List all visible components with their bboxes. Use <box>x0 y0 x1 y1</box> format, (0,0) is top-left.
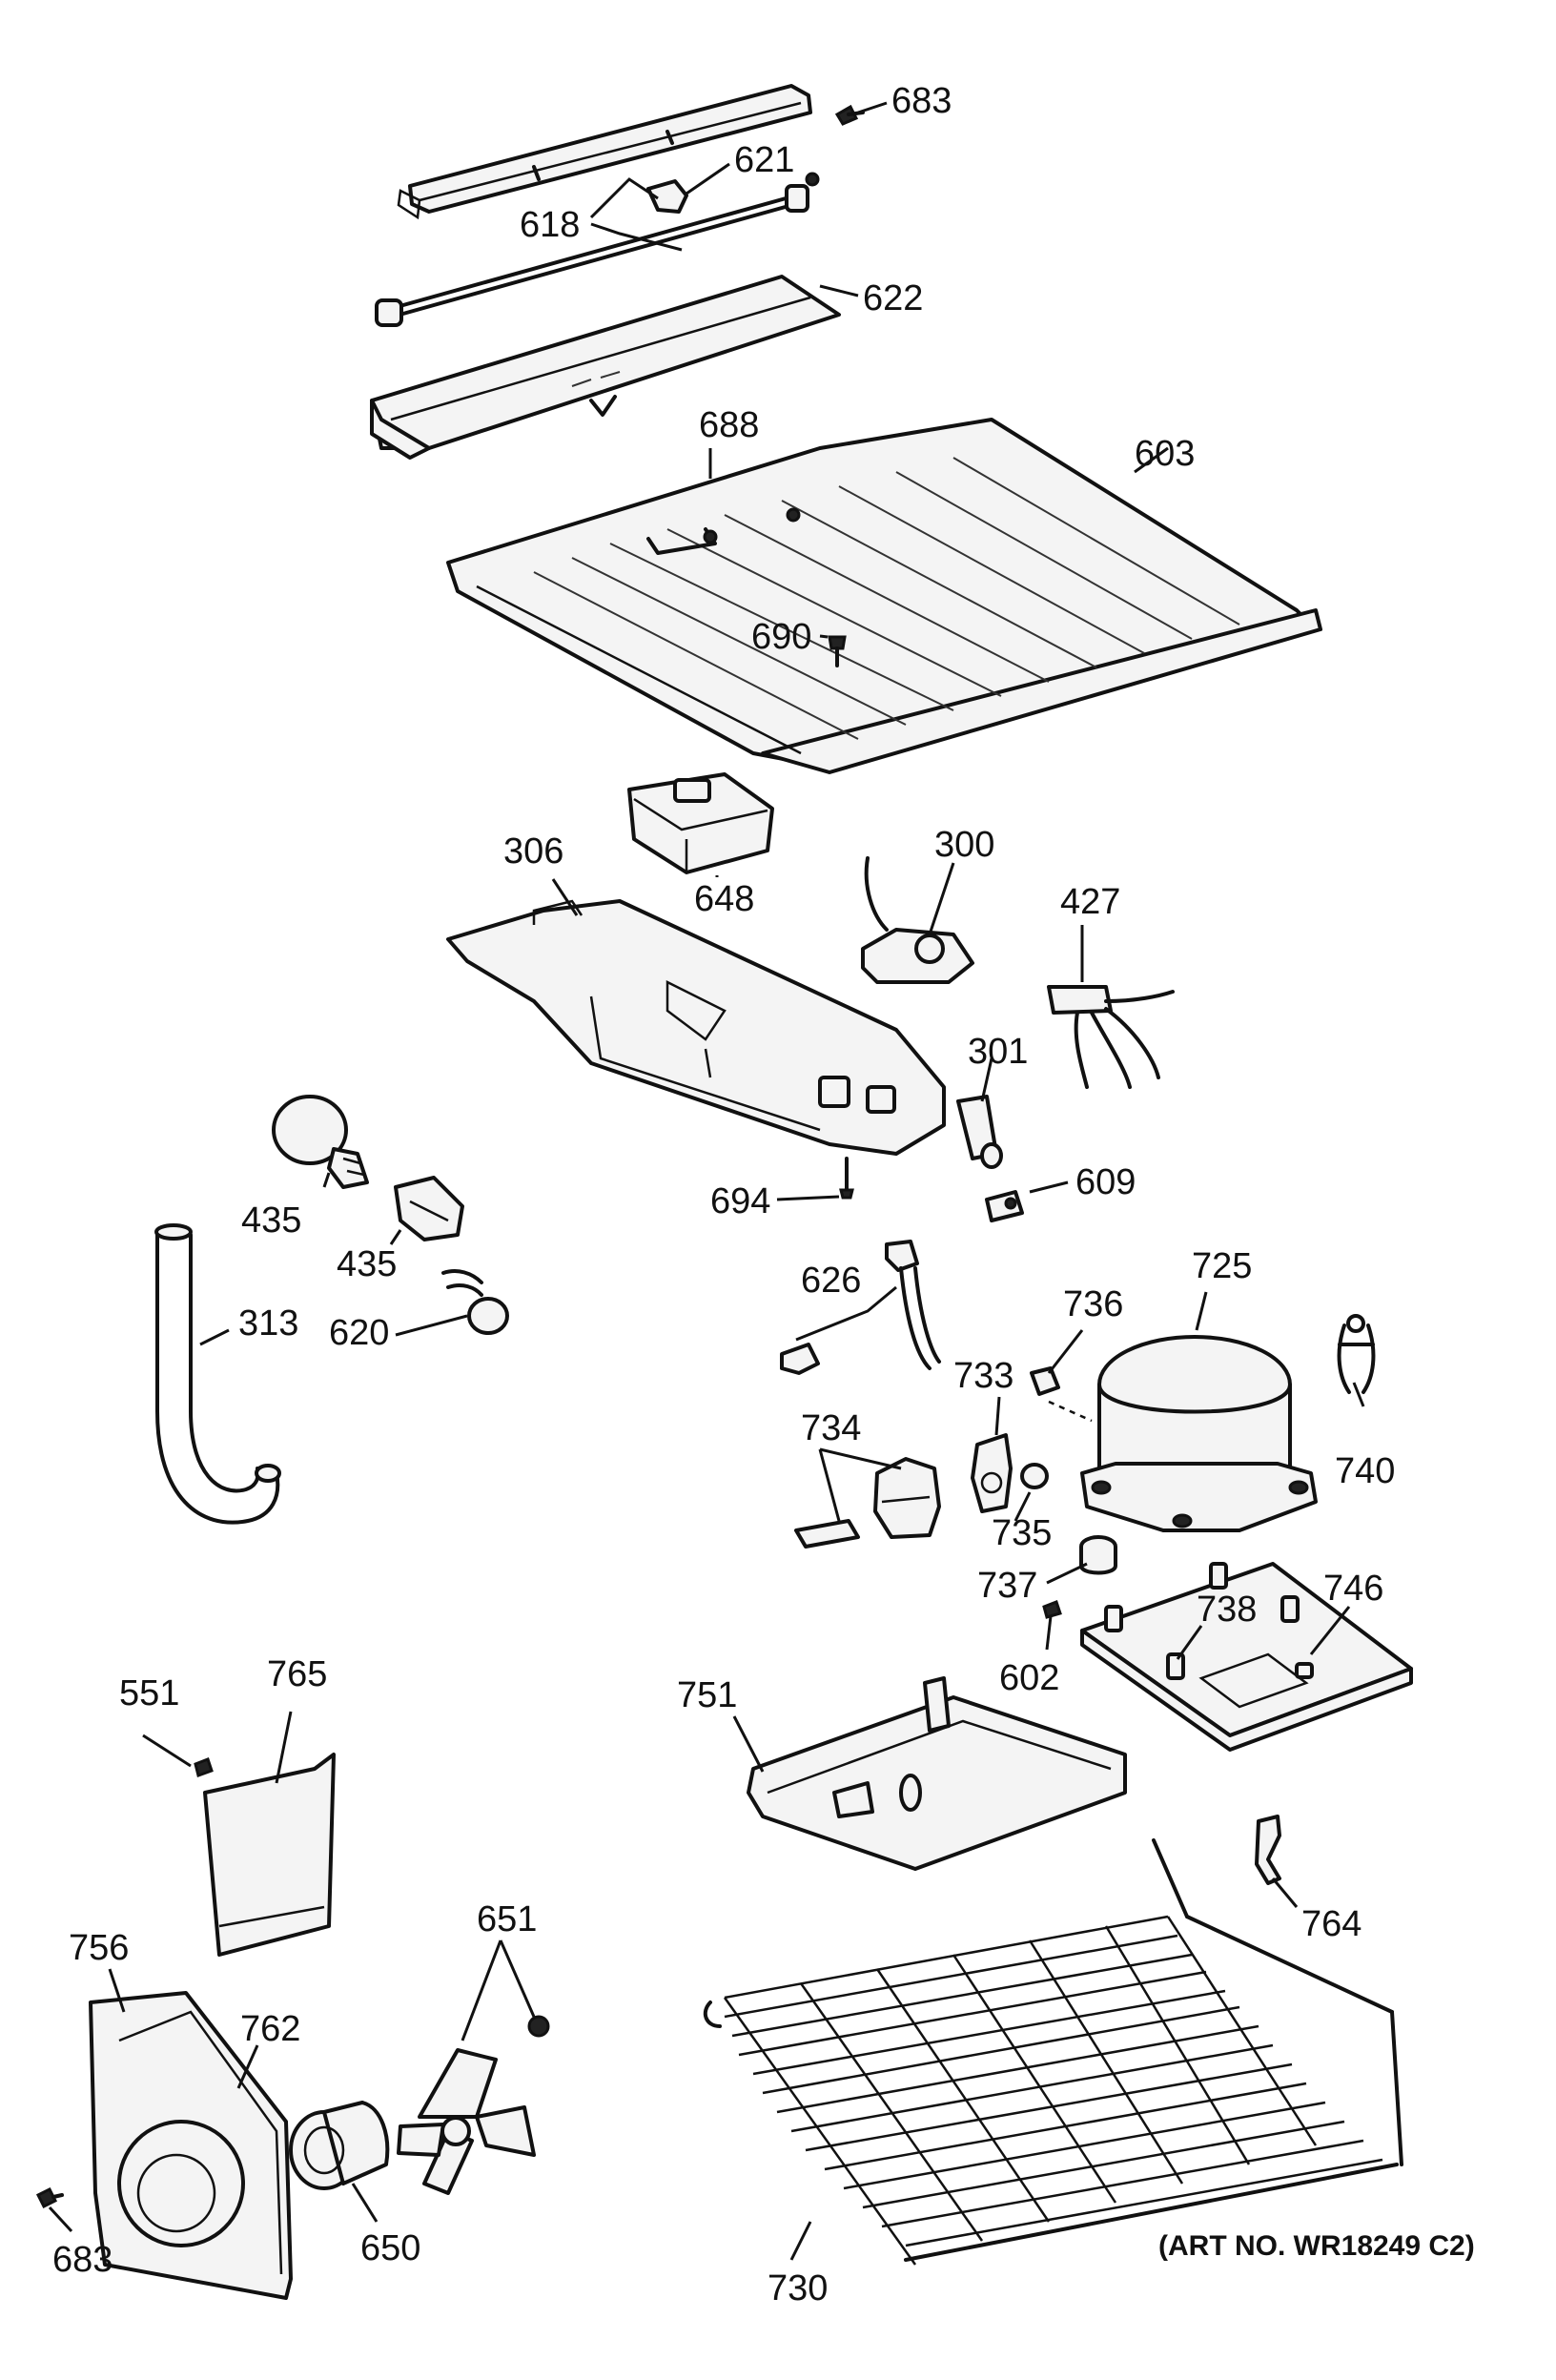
label-602: 602 <box>999 1658 1059 1698</box>
part-736-relay <box>1030 1366 1060 1396</box>
part-313-drain-tube <box>154 1223 281 1525</box>
label-764: 764 <box>1301 1904 1362 1944</box>
label-603: 603 <box>1135 434 1195 474</box>
label-621: 621 <box>734 140 794 180</box>
part-300-thermostat <box>861 856 974 984</box>
label-733: 733 <box>953 1356 1013 1396</box>
label-736: 736 <box>1063 1284 1123 1324</box>
label-751: 751 <box>677 1675 737 1715</box>
part-435-bulb <box>272 1095 369 1189</box>
part-551-screw <box>194 1757 214 1777</box>
label-427: 427 <box>1060 882 1120 922</box>
part-618-rod <box>375 172 820 327</box>
part-618-clip <box>646 179 688 214</box>
label-435-socket: 435 <box>337 1244 397 1284</box>
part-609-switch <box>985 1190 1024 1222</box>
part-621-shield <box>397 84 812 220</box>
part-603-pan <box>446 418 1322 774</box>
label-306: 306 <box>503 831 563 872</box>
leader-lines <box>48 101 1365 2261</box>
part-730-condenser <box>703 1838 1403 2266</box>
label-618: 618 <box>520 205 580 245</box>
label-683: 683 <box>891 81 952 121</box>
part-650-motor <box>289 2101 390 2190</box>
part-756-shroud <box>89 1991 293 2300</box>
part-765-baffle <box>203 1753 336 1957</box>
part-620-capacitor <box>441 1269 509 1335</box>
part-751-drain-pan <box>747 1676 1127 1871</box>
label-551: 551 <box>119 1673 179 1713</box>
label-688: 688 <box>699 405 759 445</box>
label-301: 301 <box>968 1032 1028 1072</box>
part-427-connector <box>1047 985 1175 1089</box>
label-694: 694 <box>710 1181 770 1221</box>
label-626: 626 <box>801 1261 861 1301</box>
part-683-screw-top <box>834 104 865 126</box>
label-650: 650 <box>360 2228 420 2268</box>
label-622: 622 <box>863 278 923 318</box>
part-648-timer <box>627 772 774 874</box>
part-651-fan-blade <box>397 2015 550 2195</box>
part-734-cover <box>794 1457 941 1549</box>
label-651: 651 <box>477 1899 537 1939</box>
art-number: (ART NO. WR18249 C2) <box>1158 2230 1475 2262</box>
label-735: 735 <box>992 1513 1052 1553</box>
part-764-clip <box>1255 1815 1281 1885</box>
part-725-compressor <box>1048 1335 1318 1532</box>
part-690-screw <box>828 635 847 667</box>
label-609: 609 <box>1075 1162 1136 1202</box>
part-737-grommet <box>1079 1535 1117 1575</box>
label-730: 730 <box>768 2268 828 2308</box>
label-737: 737 <box>977 1566 1037 1606</box>
part-740-clip <box>1337 1314 1376 1394</box>
part-626-cord <box>780 1240 941 1375</box>
label-734: 734 <box>801 1408 861 1448</box>
label-738: 738 <box>1197 1590 1257 1630</box>
label-746: 746 <box>1323 1569 1383 1609</box>
label-756: 756 <box>69 1928 129 1968</box>
label-740: 740 <box>1335 1451 1395 1491</box>
label-690: 690 <box>751 617 811 657</box>
part-735-cover <box>1020 1463 1049 1489</box>
label-725: 725 <box>1192 1246 1252 1286</box>
label-300: 300 <box>934 825 994 865</box>
part-306-housing <box>446 899 946 1156</box>
label-765: 765 <box>267 1654 327 1694</box>
label-435-bulb: 435 <box>241 1200 301 1241</box>
part-683-screw-bottom <box>35 2186 64 2209</box>
label-762: 762 <box>240 2009 300 2049</box>
part-733-relay <box>971 1433 1013 1513</box>
part-435-socket <box>394 1176 464 1241</box>
label-620: 620 <box>329 1313 389 1353</box>
part-622-diffuser <box>370 275 841 460</box>
part-301-sensor <box>956 1095 1003 1169</box>
part-labels: 683 621 618 622 688 603 690 306 648 300 … <box>52 81 1475 2308</box>
label-648: 648 <box>694 879 754 919</box>
part-746-plate <box>1080 1562 1413 1752</box>
label-683-bottom: 683 <box>52 2240 113 2280</box>
part-602-screw <box>1042 1600 1062 1619</box>
label-313: 313 <box>238 1303 298 1344</box>
part-694-screw <box>839 1157 854 1200</box>
